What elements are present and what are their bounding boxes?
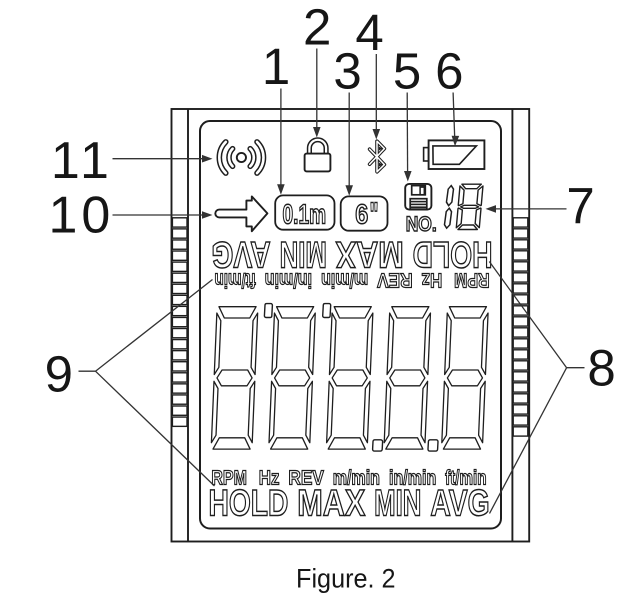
svg-text:in/min: in/min: [265, 268, 312, 290]
svg-text:RPM: RPM: [211, 467, 247, 489]
svg-text:ft/min: ft/min: [215, 268, 256, 290]
svg-text:Figure. 2: Figure. 2: [296, 563, 396, 593]
svg-text:1: 1: [262, 38, 290, 95]
svg-text:REV: REV: [377, 268, 413, 290]
svg-text:0.1m: 0.1m: [283, 199, 327, 230]
svg-text:HOLD: HOLD: [413, 234, 493, 276]
svg-text:6: 6: [435, 42, 463, 99]
svg-text:MIN: MIN: [374, 482, 421, 524]
svg-text:HOLD: HOLD: [209, 482, 289, 524]
svg-text:RPM: RPM: [454, 268, 490, 290]
svg-text:8: 8: [587, 339, 615, 396]
svg-text:MIN: MIN: [280, 234, 327, 276]
svg-text:": ": [370, 196, 379, 234]
svg-text:ft/min: ft/min: [445, 467, 486, 489]
svg-text:AVG: AVG: [211, 234, 270, 276]
svg-text:11: 11: [51, 132, 113, 190]
svg-text:9: 9: [45, 346, 73, 403]
svg-text:m/min: m/min: [333, 467, 380, 489]
svg-text:NO.: NO.: [406, 213, 437, 236]
svg-text:2: 2: [303, 0, 331, 56]
svg-text:4: 4: [355, 4, 383, 61]
svg-text:5: 5: [393, 42, 421, 99]
svg-text:MAX: MAX: [336, 234, 404, 276]
svg-text:in/min: in/min: [389, 467, 436, 489]
svg-text:10: 10: [49, 187, 115, 245]
svg-text:Hz: Hz: [422, 268, 443, 290]
svg-text:Hz: Hz: [259, 467, 280, 489]
svg-text:7: 7: [566, 178, 594, 235]
svg-text:AVG: AVG: [430, 482, 489, 524]
svg-text:3: 3: [333, 42, 361, 99]
svg-text:m/min: m/min: [321, 268, 368, 290]
svg-text:6: 6: [355, 199, 368, 230]
svg-text:MAX: MAX: [297, 482, 365, 524]
svg-text:REV: REV: [288, 467, 324, 489]
